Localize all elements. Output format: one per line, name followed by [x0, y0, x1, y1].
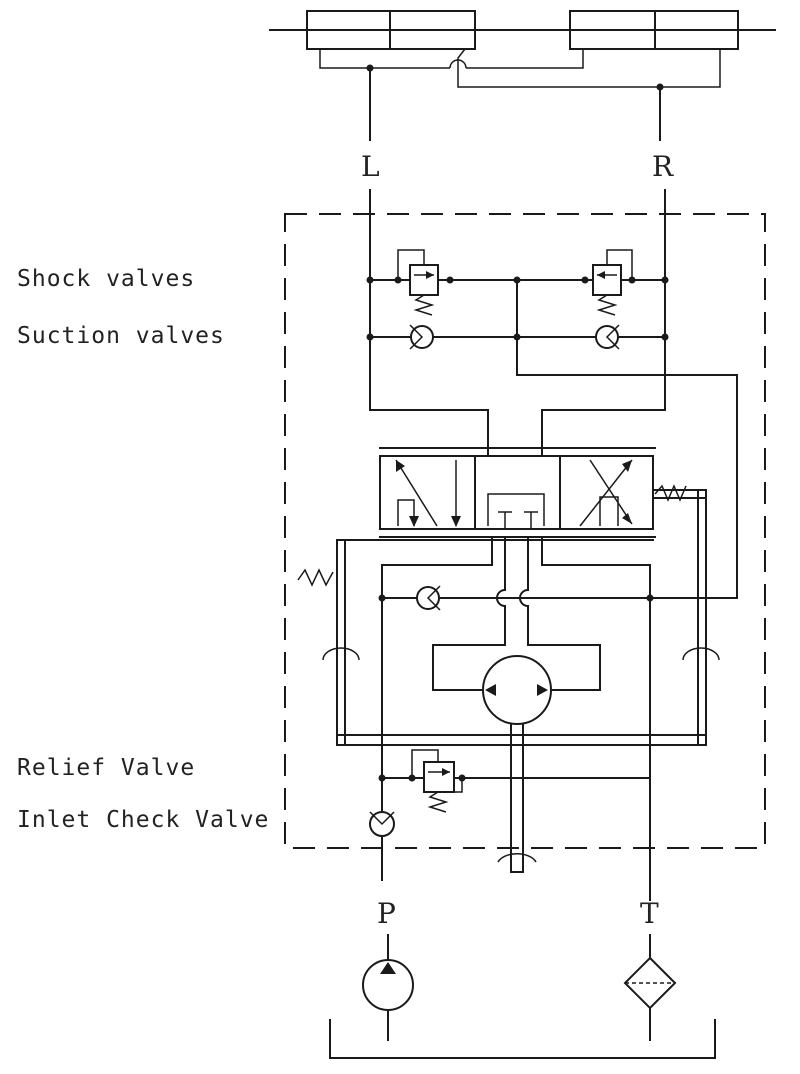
port-label-t: T [640, 897, 659, 930]
valve-housing-boundary [284, 213, 766, 849]
relief-valve [378, 749, 651, 813]
internal-supply-circuit [378, 536, 738, 901]
suction-valves [366, 279, 738, 599]
inlet-check-valve [369, 811, 395, 881]
label-relief-valve: Relief Valve [17, 755, 196, 781]
port-label-l: L [361, 150, 380, 183]
directional-control-valve [379, 447, 707, 538]
metering-unit-housing [297, 489, 720, 746]
label-shock-valves: Shock valves [17, 266, 196, 292]
port-label-r: R [652, 150, 674, 183]
port-label-p: P [377, 897, 396, 930]
steering-cylinders [269, 10, 776, 141]
shock-valves [366, 249, 669, 316]
pump-and-tank [329, 934, 716, 1059]
label-suction-valves: Suction valves [17, 323, 225, 349]
metering-motor [432, 644, 601, 873]
label-inlet-check-valve: Inlet Check Valve [17, 807, 270, 833]
